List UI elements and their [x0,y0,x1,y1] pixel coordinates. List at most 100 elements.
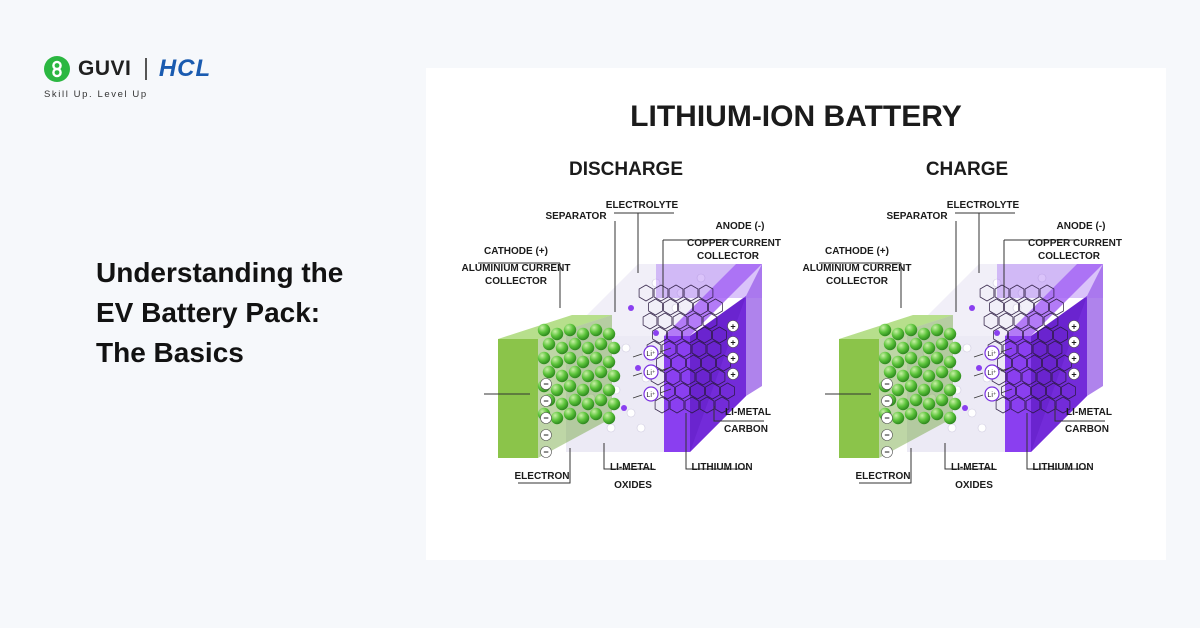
carbon-hex [1051,368,1067,386]
carbon-hex [1053,326,1068,344]
carbon-hex [663,298,678,316]
carbon-hex [693,298,708,316]
li-metal-oxide-particle [943,411,957,425]
guvi-wordmark: GUVI [78,57,132,80]
carbon-hex [668,284,684,302]
carbon-hex [720,382,735,400]
electron-minus [540,412,552,424]
carbon-hex [993,326,1008,344]
ion-label: Li⁺ [646,392,655,399]
li-metal-oxide-particle [589,407,603,421]
carbon-hex [695,368,711,386]
carbon-hex [1043,312,1059,330]
li-metal-oxide-particle [943,383,957,397]
ion-particle [621,405,627,411]
li-metal-oxide-particle [589,379,603,393]
li-metal-oxide-particle [607,397,621,411]
carbon-hex [1034,298,1049,316]
cell-mode-title: CHARGE [926,159,1008,180]
carbon-hex [1032,340,1048,358]
label-copper-1: COPPER CURRENT [1028,238,1122,249]
lithium-ion-marker [643,364,659,380]
carbon-hex [1038,326,1053,344]
cathode-front [839,339,879,458]
label-anode: ANODE (-) [716,221,765,232]
label-li-metal-oxides-2: OXIDES [955,480,993,491]
li-metal-oxide-particle [917,355,931,369]
li-metal-oxide-particle [594,393,608,407]
electron-leader [518,448,571,484]
lithium-ion-leader [685,413,748,470]
lithium-ion-marker [643,386,659,402]
carbon-hex [648,298,663,316]
li-metal-oxide-particle [568,365,582,379]
minus-sign: − [884,396,889,406]
lithium-ion-leader [1026,413,1089,470]
carbon-hex [1017,340,1033,358]
anode-upper [656,264,762,298]
minus-sign: − [884,430,889,440]
carbon-hex [669,396,685,414]
li-metal-oxide-particle [602,411,616,425]
anode-charge-plus [727,320,739,332]
headline-line-3: The Basics [96,337,244,368]
li-metal-oxide-particle [589,351,603,365]
li-metal-oxide-particle [917,411,931,425]
ion-arrow-left [632,353,643,358]
carbon-hex [671,354,686,372]
li-metal-oxide-particle [904,379,918,393]
electron-minus [540,395,552,407]
carbon-hex [1012,354,1027,372]
carbon-hex [1008,326,1023,344]
ion-arrow-right [1000,388,1013,394]
minus-sign: − [884,447,889,457]
carbon-hex [667,326,682,344]
anode-upper [997,264,1103,298]
li-metal-oxide-particle [542,337,556,351]
anode-charge-plus [1068,368,1080,380]
carbon-hex [1023,326,1038,344]
label-li-metal-carbon-1: LI-METAL [725,407,771,418]
electron-minus [881,378,893,390]
plus-sign: + [730,370,735,380]
lithium-ion-marker [643,345,659,361]
minus-sign: − [884,379,889,389]
label-aluminium-2: COLLECTOR [826,276,889,287]
li-metal-oxide-particle [576,383,590,397]
separator-pore [967,408,977,418]
minus-sign: − [543,396,548,406]
li-metal-oxide-particle [904,351,918,365]
ion-particle [976,365,982,371]
minus-sign: − [543,413,548,423]
label-electrolyte: ELECTROLYTE [947,200,1020,211]
li-metal-oxide-particle [563,323,577,337]
ion-arrow-left [973,394,984,399]
li-metal-oxide-particle [550,327,564,341]
li-metal-oxide-particle [576,327,590,341]
diagram-title: LITHIUM-ION BATTERY [630,100,962,133]
li-metal-oxide-particle [948,397,962,411]
carbon-hex [686,354,701,372]
carbon-hex [672,312,688,330]
ion-label: Li⁺ [646,370,655,377]
carbon-hex [979,284,995,302]
ion-arrow-left [973,372,984,377]
li-metal-oxide-particle [896,369,910,383]
ion-particle [628,305,634,311]
li-metal-oxide-particle [948,341,962,355]
li-metal-oxide-particle [922,369,936,383]
carbon-hex [680,368,696,386]
li-metal-oxide-particle [935,393,949,407]
plus-sign: + [730,354,735,364]
carbon-hex [699,396,715,414]
li-metal-oxide-particle [935,337,949,351]
carbon-hex [698,284,714,302]
li-metal-oxide-particle [917,383,931,397]
li-metal-oxide-particle [917,327,931,341]
carbon-hex [642,312,658,330]
li-metal-oxide-particle [594,337,608,351]
electron-minus [540,429,552,441]
li-metal-oxide-particle [550,383,564,397]
plus-sign: + [1071,338,1076,348]
electron-minus [540,446,552,458]
